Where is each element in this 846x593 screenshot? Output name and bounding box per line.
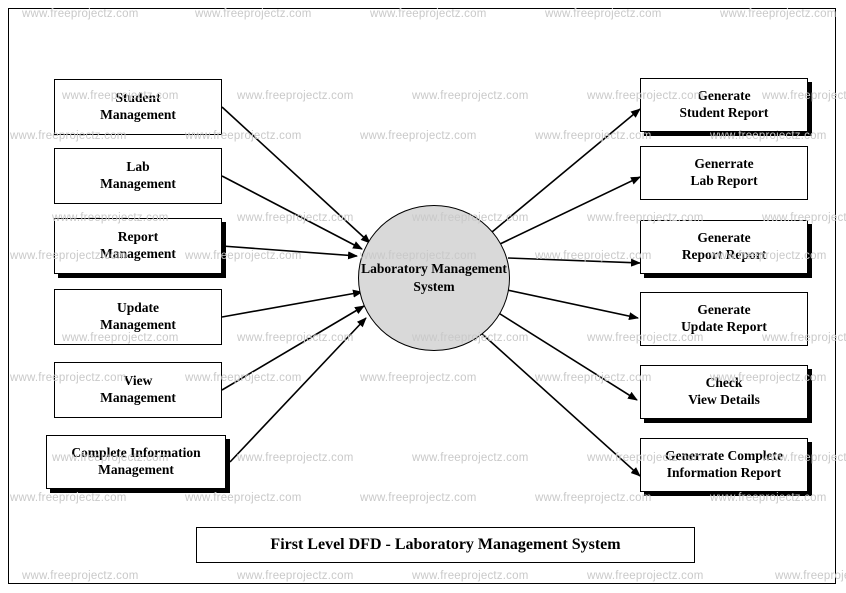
process-line3: System [413,279,455,294]
entity-view-management-line2: Management [100,390,176,405]
entity-lab-management-line1: Lab [126,159,150,175]
flow-view-management [221,305,365,391]
entity-generate-lab-report-line1: Generrate [694,156,754,172]
flow-student-management [221,106,371,244]
flow-complete-information-management [229,317,367,463]
entity-report-management[interactable]: Report Management [54,218,222,274]
flow-generate-complete-information-report [479,331,641,477]
entity-report-management-line1: Report [117,229,159,245]
entity-complete-information-management-line1: Complete Information [71,445,201,461]
flow-generate-student-report [491,108,641,233]
flow-report-management [221,245,358,260]
entity-update-management-line1: Update [116,300,159,316]
entity-check-view-details[interactable]: Check View Details [640,365,808,419]
diagram-border [8,8,836,584]
process-laboratory-management-system[interactable]: Laboratory Management System [358,205,510,351]
entity-generate-report-report-line2: Report Report [681,247,767,262]
entity-view-management-line1: View [123,373,153,389]
flow-generate-report-report [507,257,641,267]
entity-update-management[interactable]: Update Management [54,289,222,345]
entity-generate-lab-report-line2: Lab Report [690,173,758,188]
process-line2: Management [431,261,507,277]
entity-generate-report-report-line1: Generate [697,230,751,246]
flow-generate-lab-report [499,176,641,245]
process-line1: Laboratory [361,261,428,277]
entity-generate-lab-report[interactable]: Generrate Lab Report [640,146,808,200]
entity-check-view-details-line2: View Details [688,392,760,407]
entity-generate-student-report-line2: Student Report [679,105,769,120]
entity-complete-information-management-line2: Management [98,462,174,477]
entity-student-management[interactable]: Student Management [54,79,222,135]
flow-update-management [221,289,363,318]
entity-generate-student-report[interactable]: Generate Student Report [640,78,808,132]
entity-complete-information-management[interactable]: Complete Information Management [46,435,226,489]
entity-update-management-line2: Management [100,317,176,332]
entity-lab-management-line2: Management [100,176,176,191]
entity-generate-report-report[interactable]: Generate Report Report [640,220,808,274]
entity-generate-complete-information-report-line2: Information Report [666,465,782,480]
entity-generate-student-report-line1: Generate [697,88,751,104]
diagram-caption-text: First Level DFD - Laboratory Management … [270,536,621,553]
entity-view-management[interactable]: View Management [54,362,222,418]
entity-student-management-line2: Management [100,107,176,122]
flow-generate-update-report [506,289,639,321]
entity-generate-update-report-line1: Generate [697,302,751,318]
entity-generate-complete-information-report-line1: Generrate Complete [664,448,784,464]
flow-lab-management [221,175,363,250]
entity-generate-update-report-line2: Update Report [681,319,767,334]
entity-student-management-line1: Student [115,90,161,106]
entity-lab-management[interactable]: Lab Management [54,148,222,204]
flow-check-view-details [496,311,638,401]
entity-report-management-line2: Management [100,246,176,261]
entity-check-view-details-line1: Check [705,375,743,391]
diagram-caption: First Level DFD - Laboratory Management … [196,527,695,563]
entity-generate-update-report[interactable]: Generate Update Report [640,292,808,346]
entity-generate-complete-information-report[interactable]: Generrate Complete Information Report [640,438,808,492]
